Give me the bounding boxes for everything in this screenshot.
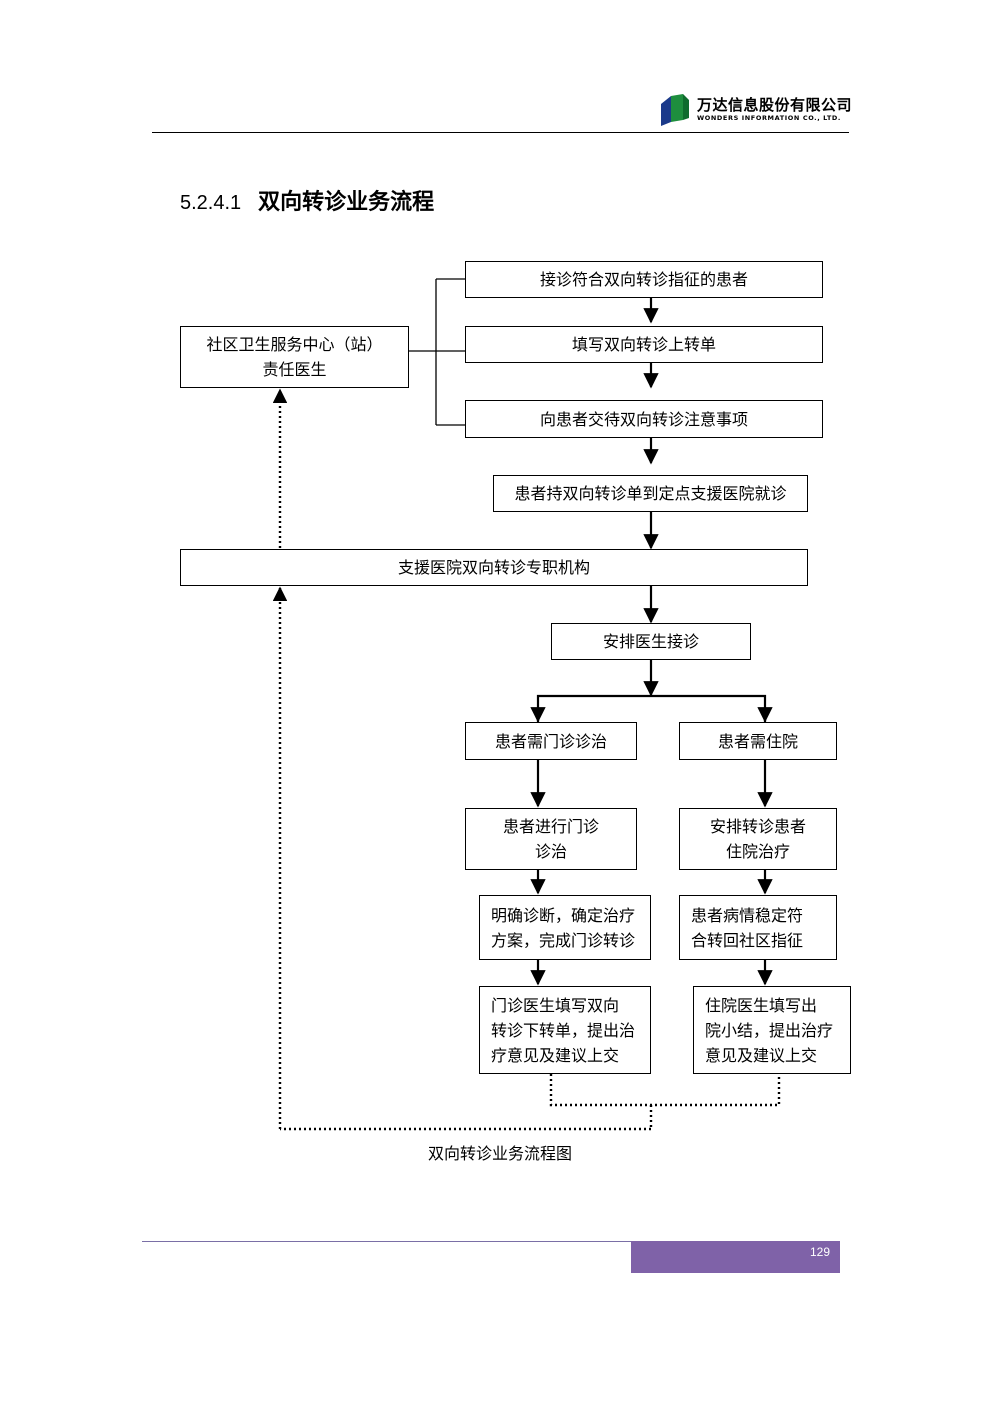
step-fill-referral-form: 填写双向转诊上转单 <box>465 326 823 363</box>
inpatient-stable-box: 患者病情稳定符 合转回社区指征 <box>679 895 837 960</box>
step-receive-patient: 接诊符合双向转诊指征的患者 <box>465 261 823 298</box>
outpatient-diagnosis-box: 明确诊断，确定治疗 方案，完成门诊转诊 <box>479 895 651 960</box>
community-doctor-box: 社区卫生服务中心（站） 责任医生 <box>180 326 409 388</box>
section-number: 5.2.4.1 <box>180 192 242 214</box>
section-title: 双向转诊业务流程 <box>258 190 435 215</box>
inpatient-treatment-box: 安排转诊患者 住院治疗 <box>679 808 837 870</box>
footer-rule <box>142 1241 631 1242</box>
inpatient-discharge-summary-box: 住院医生填写出 院小结，提出治疗 意见及建议上交 <box>693 986 851 1074</box>
step-arrange-doctor: 安排医生接诊 <box>551 623 751 660</box>
outpatient-treatment-box: 患者进行门诊 诊治 <box>465 808 637 870</box>
inpatient-need-box: 患者需住院 <box>679 722 837 760</box>
company-logo: 万达信息股份有限公司 WONDERS INFORMATION CO., LTD. <box>657 92 852 128</box>
bracket-lines <box>408 278 465 426</box>
page-number: 129 <box>809 1245 830 1259</box>
section-heading: 5.2.4.1 双向转诊业务流程 <box>180 184 434 216</box>
outpatient-downward-form-box: 门诊医生填写双向 转诊下转单，提出治 疗意见及建议上交 <box>479 986 651 1074</box>
step-explain-notes: 向患者交待双向转诊注意事项 <box>465 400 823 438</box>
page-number-tab: 129 <box>631 1241 840 1273</box>
step-patient-visits-hospital: 患者持双向转诊单到定点支援医院就诊 <box>493 475 808 512</box>
main-arrows <box>530 298 773 986</box>
company-name-cn: 万达信息股份有限公司 <box>697 96 853 114</box>
header-rule <box>152 132 849 133</box>
company-name-en: WONDERS INFORMATION CO., LTD. <box>697 114 841 122</box>
hospital-referral-office-box: 支援医院双向转诊专职机构 <box>180 549 808 586</box>
feedback-dotted-lines <box>272 388 781 1131</box>
outpatient-need-box: 患者需门诊诊治 <box>465 722 637 760</box>
figure-caption: 双向转诊业务流程图 <box>427 1144 572 1163</box>
logo-mark-icon <box>661 94 689 126</box>
